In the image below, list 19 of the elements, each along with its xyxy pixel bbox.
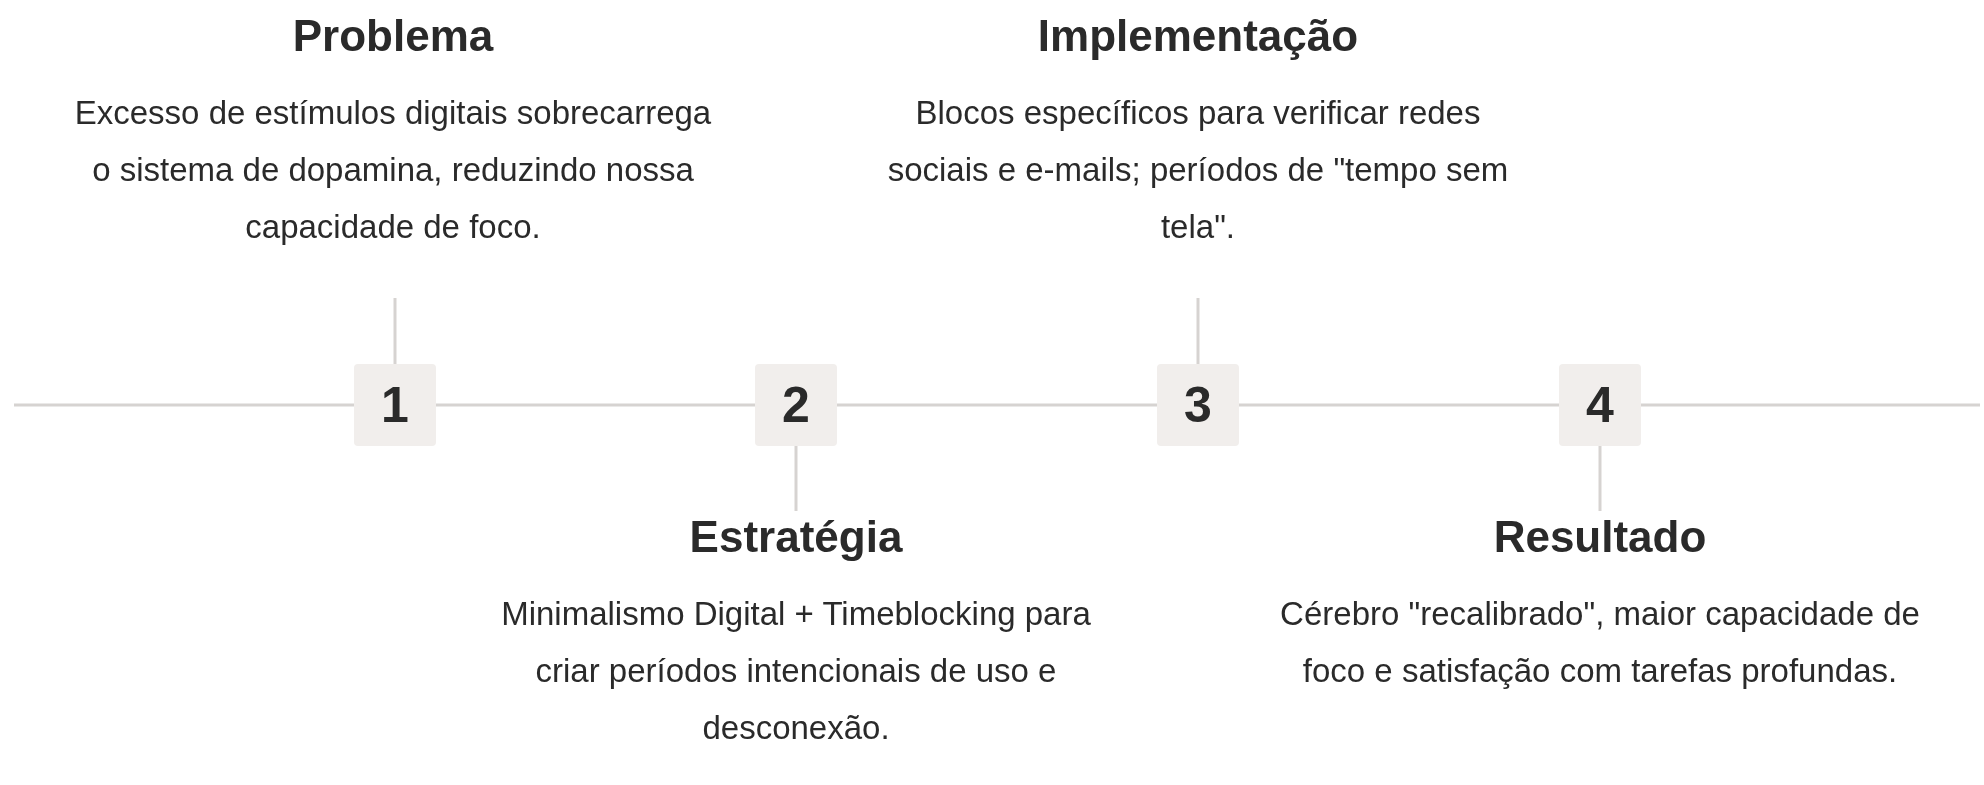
connector-line bbox=[436, 403, 755, 407]
step-number-box: 1 bbox=[354, 364, 436, 446]
connector-line bbox=[1598, 446, 1602, 511]
step-title: Estratégia bbox=[689, 511, 903, 563]
step-title: Problema bbox=[292, 10, 494, 62]
step-number-box: 4 bbox=[1559, 364, 1641, 446]
connector-line bbox=[1239, 403, 1559, 407]
step-title: Implementação bbox=[1037, 10, 1359, 62]
connector-line bbox=[794, 446, 798, 511]
step-description: Cérebro "recalibrado", maior capacidade de foco e satisfação com tarefas profundas. bbox=[1279, 594, 1921, 691]
step-description: Excesso de estímulos digitais sobrecarrega o sistema de dopamina, reduzindo nossa capacidade de foco. bbox=[73, 93, 713, 247]
connector-line bbox=[837, 403, 1157, 407]
step-number-box: 3 bbox=[1157, 364, 1239, 446]
step-description: Minimalismo Digital + Timeblocking para criar períodos intencionais de uso e desconexão. bbox=[500, 594, 1092, 748]
step-description: Blocos específicos para verificar redes sociais e e-mails; períodos de "tempo sem tela". bbox=[886, 93, 1510, 247]
connector-line bbox=[1196, 298, 1200, 364]
step-title: Resultado bbox=[1493, 511, 1707, 563]
step-number-box: 2 bbox=[755, 364, 837, 446]
connector-line bbox=[393, 298, 397, 364]
